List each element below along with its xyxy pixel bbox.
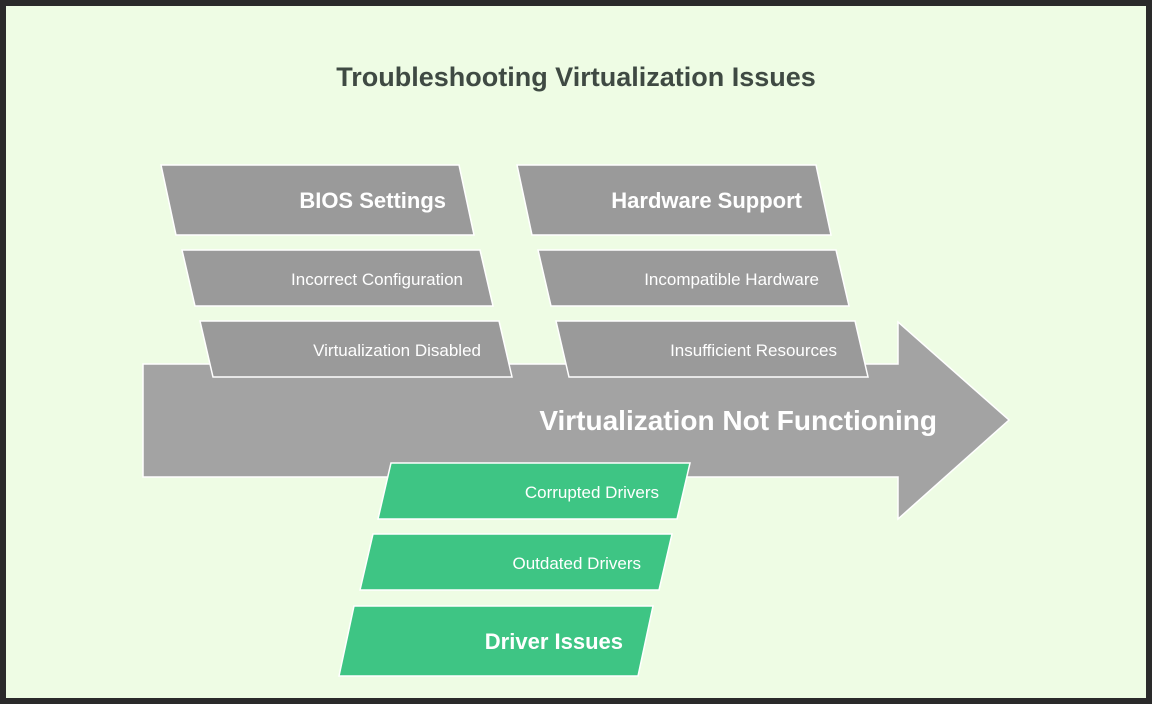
category-box-hardware <box>516 164 832 236</box>
cause-box-insufficient-resources <box>555 320 869 378</box>
cause-label-virtualization-disabled: Virtualization Disabled <box>313 341 481 360</box>
cause-label-corrupted-drivers: Corrupted Drivers <box>525 483 659 502</box>
cause-box-outdated-drivers <box>359 533 673 591</box>
category-label-bios: BIOS Settings <box>299 188 446 213</box>
category-label-drivers: Driver Issues <box>485 629 623 654</box>
diagram-canvas: Troubleshooting Virtualization Issues BI… <box>6 6 1146 698</box>
cause-label-incorrect-configuration: Incorrect Configuration <box>291 270 463 289</box>
cause-box-incorrect-configuration <box>181 249 494 307</box>
cause-label-incompatible-hardware: Incompatible Hardware <box>644 270 819 289</box>
cause-label-insufficient-resources: Insufficient Resources <box>670 341 837 360</box>
category-box-bios <box>160 164 475 236</box>
category-box-drivers <box>338 605 654 677</box>
diagram-title: Troubleshooting Virtualization Issues <box>336 62 816 92</box>
cause-box-virtualization-disabled <box>199 320 513 378</box>
cause-label-outdated-drivers: Outdated Drivers <box>513 554 642 573</box>
fishbone-diagram: BIOS Settings Incorrect Configuration Vi… <box>142 164 1011 677</box>
cause-box-incompatible-hardware <box>537 249 850 307</box>
effect-label: Virtualization Not Functioning <box>539 405 937 436</box>
category-label-hardware: Hardware Support <box>611 188 802 213</box>
cause-box-corrupted-drivers <box>377 462 691 520</box>
